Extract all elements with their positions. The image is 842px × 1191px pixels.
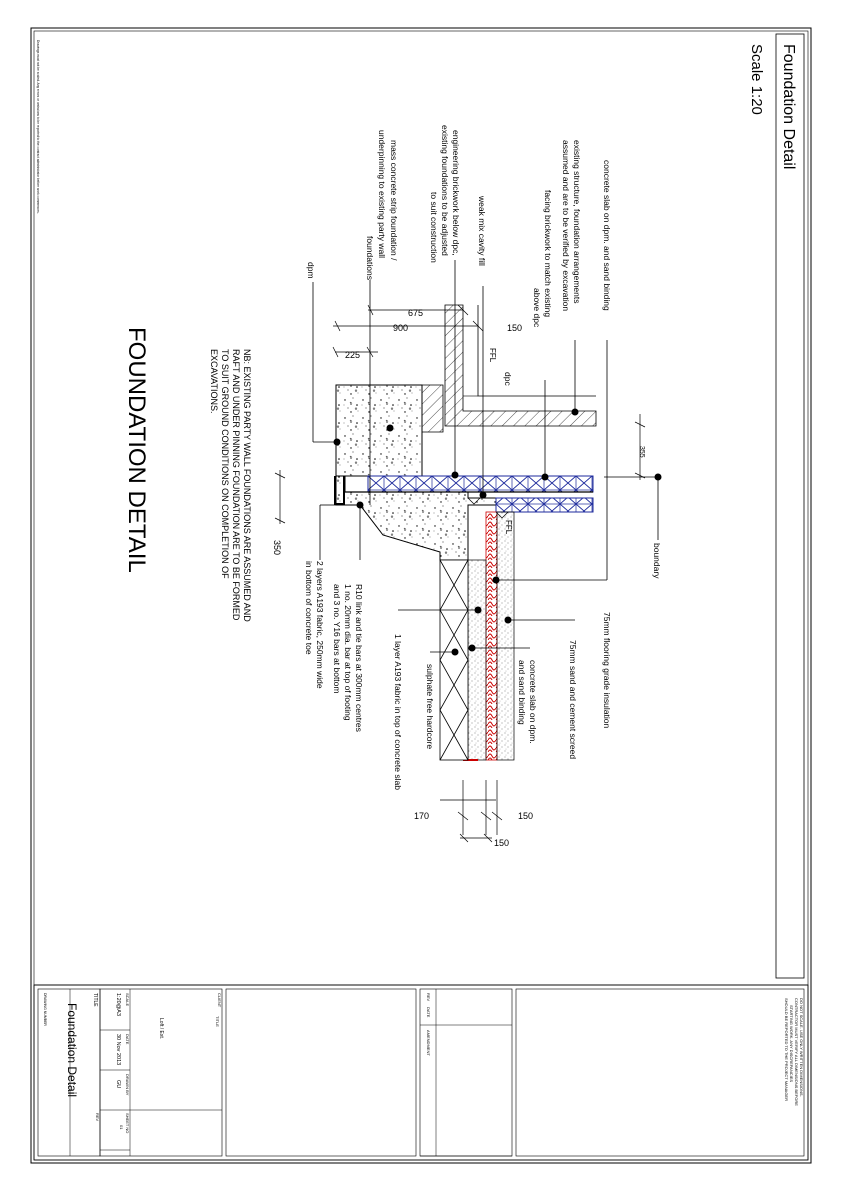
drawing-label: engineering brickwork below dpc, — [451, 130, 461, 256]
drawing-label: TITLE — [92, 993, 98, 1007]
drawing-label: to suit construction — [429, 192, 439, 263]
drawing-label: REV — [426, 993, 431, 1002]
drawing-label: STARTING WORK. ANY DISCREPANCIES — [789, 1005, 794, 1082]
drawing-label: TO SUIT GROUND CONDITIONS ON COMPLETION … — [220, 349, 230, 579]
drawing-label: CONTRACTOR MUST VERIFY ALL DIMENSIONS BE… — [794, 998, 799, 1106]
dimension-lines — [274, 304, 646, 843]
label-dpm: dpm — [306, 262, 316, 279]
outer-border — [30, 27, 812, 1164]
insulation-top — [367, 475, 594, 493]
dim-225: 225 — [345, 350, 360, 360]
drawing-label: DO NOT SCALE. USE ONLY WRITTEN DIMENSION… — [799, 998, 804, 1097]
drawing-label: TITLE — [215, 1016, 220, 1027]
drawing-label: REV — [95, 1113, 100, 1122]
drawing-label: 2 layers A193 fabric, 250mm wide — [315, 561, 325, 689]
label-hardcore: sulphate free hardcore — [425, 664, 435, 749]
leader-dots — [333, 408, 662, 656]
drawing-caption: FOUNDATION DETAIL — [123, 327, 150, 573]
drawing-label: GU — [115, 1080, 121, 1088]
drawing-label: facing brickwork to match existing — [543, 190, 553, 317]
label-dpc: dpc — [503, 372, 513, 386]
label-cavity-fill: weak mix cavity fill — [477, 195, 487, 266]
drawing-label: existing structure, foundation arrangeme… — [572, 140, 582, 303]
drawing-label: above dpc — [532, 288, 542, 328]
dim-170: 170 — [414, 811, 429, 821]
label-slab-top: concrete slab on dpm. and sand binding — [602, 160, 612, 311]
dim-150-a: 150 — [518, 811, 533, 821]
screed-strip — [496, 511, 515, 761]
drawing-label: R10 link and tie bars at 300mm centres — [354, 584, 364, 732]
drawing-label: 30 Nov 2013 — [115, 1034, 121, 1065]
foundation-section — [334, 304, 597, 761]
drawing-label: EXCAVATIONS. — [209, 349, 219, 414]
sheet-title: Foundation Detail — [780, 44, 797, 169]
drawing-label: mass concrete strip foundation / — [389, 140, 399, 261]
leader-lines — [312, 260, 659, 653]
dim-355: 355 — [638, 446, 645, 458]
existing-wall — [444, 304, 597, 427]
drawing-label: SHEET NO — [125, 1113, 130, 1133]
label-fabric-top: 1 layer A193 fabric in top of concrete s… — [393, 634, 403, 790]
drawing-label: underpinning to existing party wall — [377, 130, 387, 258]
label-insulation: 75mm flooring grade insulation — [602, 612, 612, 729]
sheet-scale: Scale 1:20 — [748, 44, 765, 115]
strip-foundation — [335, 384, 423, 477]
drawing-label: 01 — [119, 1125, 124, 1130]
drawing-label: SHOULD BE REPORTED TO THE PROJECT MANAGE… — [784, 998, 789, 1101]
drawing-label: RAFT AND UNDER PINNING FOUNDATION ARE TO… — [231, 349, 241, 621]
nb-note: NB: EXISTING PARTY WALL FOUNDATIONS ARE … — [209, 349, 252, 622]
drawing-label: DRAWING NUMBER — [43, 993, 47, 1026]
annotations: concrete slab on dpm. and sand binding e… — [304, 125, 662, 790]
drawing-label: 1:20@A3 — [115, 993, 121, 1016]
red-insulation — [485, 511, 498, 761]
title-strip — [775, 33, 805, 979]
drawing-label: CLIENT — [217, 993, 222, 1008]
drawing-label: AMENDMENT — [426, 1030, 431, 1056]
slab-strip — [467, 559, 487, 761]
dim-150-b: 150 — [494, 838, 509, 848]
label-screed: 75mm sand and cement screed — [568, 640, 578, 759]
dim-350: 350 — [272, 540, 282, 555]
dim-900: 900 — [393, 323, 408, 333]
label-boundary: boundary — [652, 543, 662, 579]
insulation-right — [495, 497, 594, 513]
drawing-label: NB: EXISTING PARTY WALL FOUNDATIONS ARE … — [242, 349, 252, 622]
drawing-label: existing foundations to be adjusted — [440, 125, 450, 256]
drawing-label: 1 no. 20mm dia. bar at top of footing — [343, 584, 353, 721]
drawing-label: SCALE — [125, 993, 130, 1006]
drawing-label: Loft / Ext. — [158, 1018, 164, 1039]
drawing-label: DATE — [125, 1034, 130, 1045]
drawing-label: DRAWN BY — [125, 1074, 130, 1096]
hardcore — [439, 559, 469, 761]
tb-title-value: Foundation Detail — [65, 1003, 79, 1097]
drawing-label: DATE — [426, 1007, 431, 1018]
left-margin-note: Drawings must not be scaled. Any errors … — [36, 40, 40, 214]
inner-border — [33, 30, 809, 1161]
title-block — [33, 984, 809, 1161]
label-ffl-1: FFL — [488, 348, 497, 363]
drawing-label: assumed and are to be verified by excava… — [561, 140, 571, 311]
dim-675: 675 — [408, 308, 423, 318]
label-ffl-2: FFL — [504, 520, 513, 535]
title-block-text: DO NOT SCALE. USE ONLY WRITTEN DIMENSION… — [43, 993, 804, 1133]
dim-150-top: 150 — [507, 323, 522, 333]
drawing-label: and sand binding — [517, 660, 527, 725]
drawing-label: concrete slab on dpm. — [528, 660, 538, 744]
drawing-label: foundations — [365, 236, 375, 280]
drawing-label: in bottom of concrete toe — [304, 561, 314, 655]
drawing-label: and 3 no. Y16 bars at bottom — [332, 584, 342, 693]
